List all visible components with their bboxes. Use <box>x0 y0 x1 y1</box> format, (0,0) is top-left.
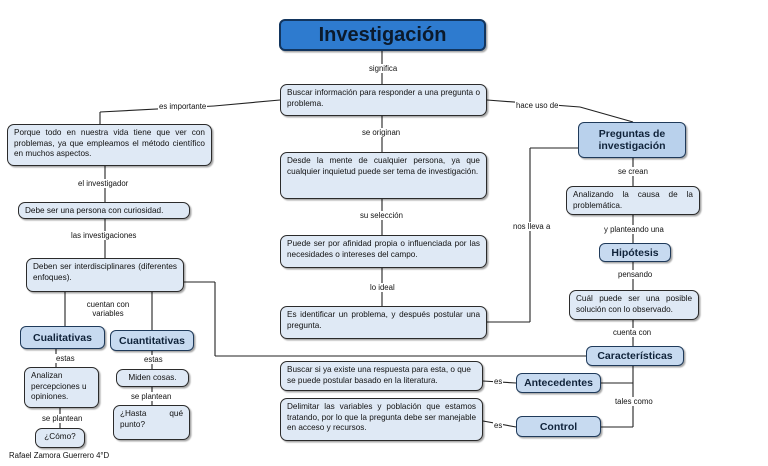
link-label-es-antecedentes: es <box>493 377 504 386</box>
node-hasta: ¿Hasta qué punto? <box>113 405 190 440</box>
link-label-se-plantean-cualitativas: se plantean <box>41 414 84 423</box>
node-delimitar: Delimitar las variables y población que … <box>280 398 483 441</box>
link-label-tales-como: tales como <box>614 397 654 406</box>
node-buscar-si: Buscar si ya existe una respuesta para e… <box>280 361 483 391</box>
node-control: Control <box>516 416 601 437</box>
node-antecedentes: Antecedentes <box>516 373 601 393</box>
node-afinidad: Puede ser por afinidad propia o influenc… <box>280 235 487 268</box>
link-label-pensando: pensando <box>617 270 654 279</box>
link-label-su-seleccion: su selección <box>359 211 404 220</box>
link-label-estas-cuantitativas: estas <box>143 355 164 364</box>
link-label-cuenta-con: cuenta con <box>612 328 653 337</box>
node-hipotesis: Hipótesis <box>599 243 671 262</box>
link-label-se-crean: se crean <box>617 167 649 176</box>
node-como: ¿Cómo? <box>35 428 85 448</box>
node-cual-puede-ser: Cuál puede ser una posible solución con … <box>569 290 699 320</box>
node-debe-ser-curiosidad: Debe ser una persona con curiosidad. <box>18 202 190 219</box>
link-label-es-control: es <box>493 421 504 430</box>
node-buscar-informacion: Buscar información para responder a una … <box>280 84 487 116</box>
node-preguntas-investigacion: Preguntas de investigación <box>578 122 686 158</box>
link-label-lo-ideal: lo ideal <box>369 283 396 292</box>
title-node: Investigación <box>279 19 486 51</box>
link-label-significa: significa <box>368 64 399 73</box>
link-label-se-originan: se originan <box>361 128 402 137</box>
node-analizando: Analizando la causa de la problemática. <box>566 186 700 215</box>
link-label-el-investigador: el investigador <box>77 179 130 188</box>
node-cualitativas: Cualitativas <box>20 326 105 349</box>
node-cuantitativas: Cuantitativas <box>110 330 194 351</box>
link-label-hace-uso-de: hace uso de <box>515 101 560 110</box>
link-label-y-planteando-una: y planteando una <box>603 225 665 234</box>
link-label-se-plantean-cuantitativas: se plantean <box>130 392 173 401</box>
node-analizan: Analizan percepciones u opiniones. <box>24 367 99 408</box>
author-footer: Rafael Zamora Guerrero 4°D <box>9 451 110 460</box>
node-interdisciplinares: Deben ser interdisciplinares (diferentes… <box>26 258 184 292</box>
link-label-estas-cualitativas: estas <box>55 354 76 363</box>
node-desde-la-mente: Desde la mente de cualquier persona, ya … <box>280 152 487 199</box>
node-caracteristicas: Características <box>586 346 684 366</box>
link-label-cuentan-con-variables: cuentan con variables <box>82 300 134 318</box>
node-porque: Porque todo en nuestra vida tiene que ve… <box>7 124 212 166</box>
node-miden: Miden cosas. <box>116 369 189 387</box>
node-identificar: Es identificar un problema, y después po… <box>280 306 487 339</box>
link-label-las-investigaciones: las investigaciones <box>70 231 138 240</box>
link-label-es-importante: es importante <box>158 102 208 111</box>
link-label-nos-lleva-a: nos lleva a <box>512 222 552 231</box>
